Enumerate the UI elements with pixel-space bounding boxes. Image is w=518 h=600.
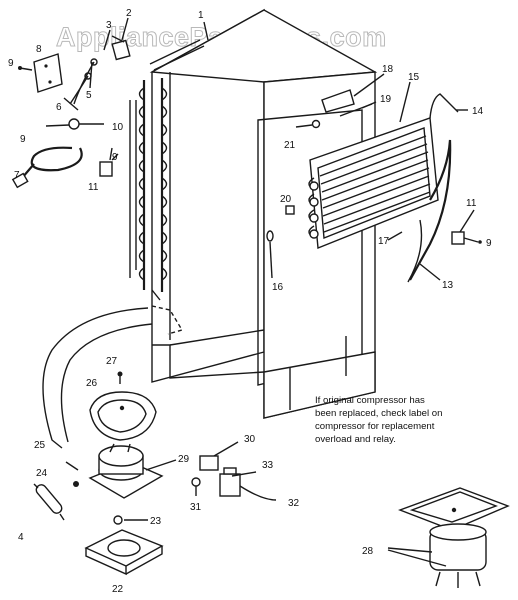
part-4-drier <box>33 483 65 521</box>
part-27-screw <box>117 371 123 384</box>
label-14: 14 <box>472 106 484 117</box>
part-11-relay-a <box>99 153 119 177</box>
label-16: 16 <box>272 282 284 293</box>
label-9-c: 9 <box>112 152 118 163</box>
part-21-screw <box>295 119 321 129</box>
label-9-a: 9 <box>8 58 14 69</box>
label-1: 1 <box>198 10 204 21</box>
part-8-bracket <box>33 53 63 93</box>
label-24: 24 <box>36 468 48 479</box>
compressor <box>88 443 164 499</box>
part-22-base-plate <box>84 529 164 576</box>
part-11-relay-b <box>451 231 482 245</box>
label-6: 6 <box>56 102 62 113</box>
label-4: 4 <box>18 532 24 543</box>
note-line-2: been replaced, check label on <box>315 408 442 419</box>
label-9-d: 9 <box>486 238 492 249</box>
label-3: 3 <box>106 20 112 31</box>
part-9-screw-a <box>18 66 33 71</box>
note-line-3: compressor for replacement <box>315 421 435 432</box>
part-labels: 1 2 3 8 9 5 6 10 9 9 7 11 18 15 19 14 21… <box>8 8 492 595</box>
label-5: 5 <box>86 90 92 101</box>
part-16-grommet <box>266 230 274 279</box>
label-9-b: 9 <box>20 134 26 145</box>
label-15: 15 <box>408 72 420 83</box>
part-31-screw <box>191 477 201 487</box>
label-33: 33 <box>262 460 274 471</box>
label-32: 32 <box>288 498 300 509</box>
part-28-replacement-compressor <box>398 487 510 588</box>
label-30: 30 <box>244 434 256 445</box>
part-23-grommet <box>113 515 123 525</box>
label-21: 21 <box>284 140 296 151</box>
label-29: 29 <box>178 454 190 465</box>
label-2: 2 <box>126 8 132 19</box>
label-19: 19 <box>380 94 392 105</box>
note-line-1: If original compressor has <box>315 395 425 406</box>
label-17: 17 <box>378 236 390 247</box>
label-11-a: 11 <box>88 182 99 193</box>
part-10-overload <box>45 118 104 130</box>
part-26-drain-pan <box>89 391 157 441</box>
label-28: 28 <box>362 546 374 557</box>
label-7: 7 <box>14 170 20 181</box>
label-20: 20 <box>280 194 292 205</box>
label-23: 23 <box>150 516 162 527</box>
leader-lines <box>63 17 475 567</box>
label-31: 31 <box>190 502 202 513</box>
part-24-grommet <box>73 481 79 487</box>
label-18: 18 <box>382 64 394 75</box>
label-25: 25 <box>34 440 46 451</box>
part-20-clamp <box>285 205 295 215</box>
note-line-4: overload and relay. <box>315 434 396 445</box>
drain-hose <box>42 305 184 449</box>
label-27: 27 <box>106 356 118 367</box>
replacement-note: If original compressor has been replaced… <box>315 395 442 445</box>
part-30-relay <box>199 455 219 471</box>
part-33-overload <box>219 467 241 497</box>
label-26: 26 <box>86 378 98 389</box>
part-18-bracket <box>321 89 355 113</box>
label-10: 10 <box>112 122 124 133</box>
part-32-capacitor-wire <box>239 485 277 501</box>
label-8: 8 <box>36 44 42 55</box>
label-22: 22 <box>112 584 124 595</box>
label-11-b: 11 <box>466 198 477 209</box>
label-13: 13 <box>442 280 454 291</box>
condenser-coil <box>129 39 205 301</box>
evaporator-coil <box>308 93 459 283</box>
part-7-power-cord <box>11 146 83 189</box>
part-25-wire <box>65 461 79 471</box>
